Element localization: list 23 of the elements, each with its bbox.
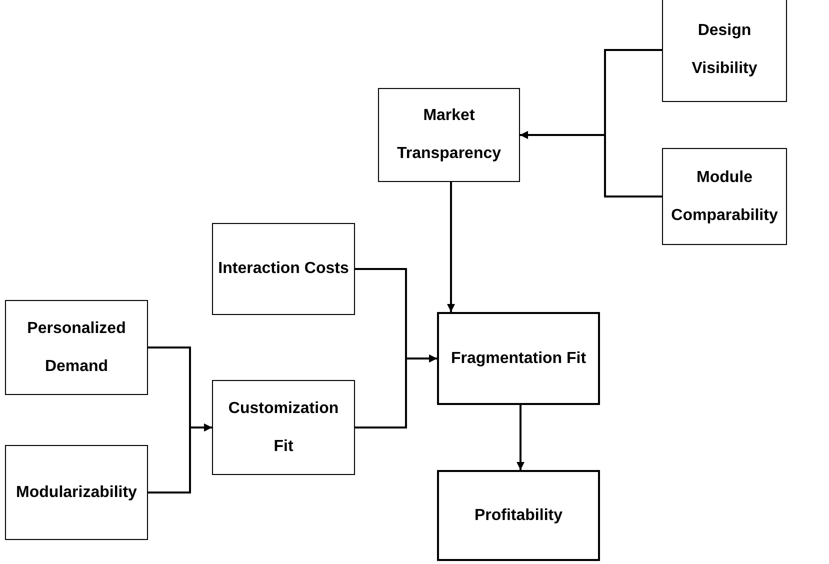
arrow [148,424,212,494]
arrow [520,131,662,198]
box-label: Fragmentation Fit [450,348,588,368]
concept-box [437,312,600,405]
concept-box [212,223,355,315]
box-label: Design Visibility [690,21,758,79]
concept-box [437,470,600,561]
box-label: Customization Fit [227,398,340,456]
arrow [355,354,437,428]
concept-box [662,0,787,102]
box-label: Profitability [473,506,564,526]
box-label: Personalized Demand [26,318,127,376]
concept-box [5,300,148,395]
arrow [447,182,455,312]
concept-box [212,380,355,475]
box-label: Module Comparability [670,168,779,226]
box-label: Modularizability [15,482,138,502]
concept-box [378,88,520,182]
box-label: Market Transparency [396,106,502,164]
box-label: Interaction Costs [217,259,350,279]
concept-box [662,148,787,245]
concept-box [5,445,148,540]
arrow [516,405,524,470]
